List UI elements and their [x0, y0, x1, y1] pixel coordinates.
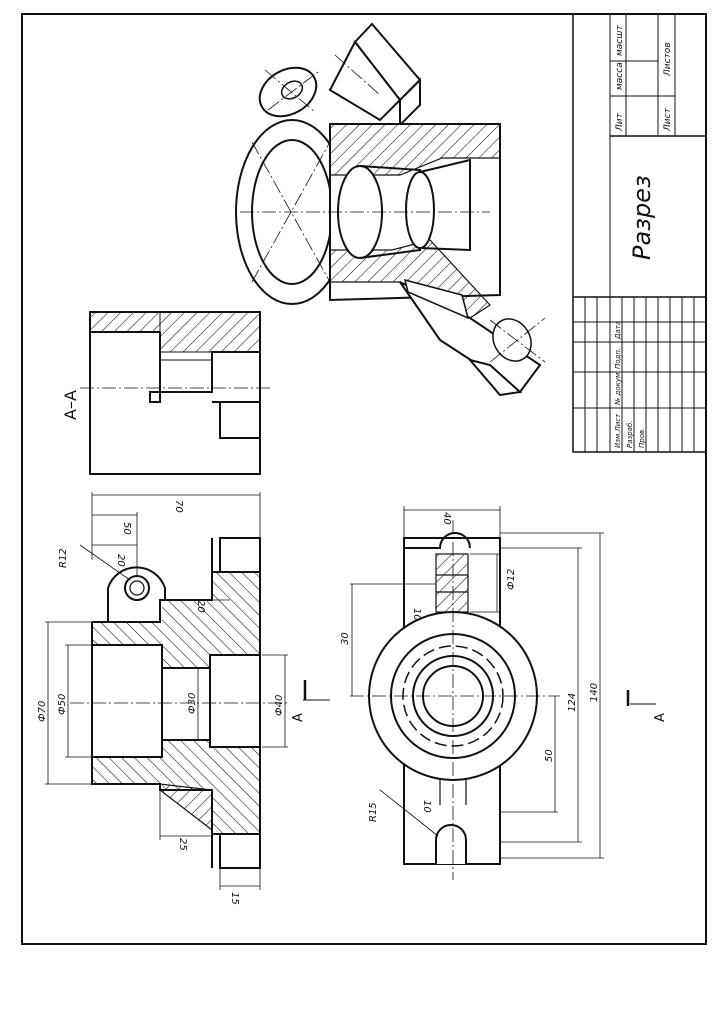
dim-r12: R12	[58, 548, 69, 568]
top-view-dim-text: 40 30 Ф12 10 10 50 124 140 R15	[340, 512, 600, 822]
title-block-text: Разрез Лит масса масшт Лист Листов Изм.Л…	[614, 25, 673, 448]
sheet-label: Лист	[663, 107, 673, 132]
top-view-dimensions	[350, 506, 604, 859]
cut-label-left: А	[291, 713, 306, 722]
dim-phi30: Ф30	[187, 693, 198, 714]
rev-header-3: Подп.	[614, 348, 622, 369]
sheets-label: Листов	[663, 42, 673, 77]
section-a-a-view	[80, 311, 270, 475]
rev-header-2: № докум.	[614, 370, 622, 406]
top-view	[350, 520, 560, 880]
isometric-cutaway-view	[235, 22, 542, 397]
drawing-title: Разрез	[628, 175, 656, 260]
dim-phi12: Ф12	[506, 569, 517, 590]
rev-header-4: Дата	[614, 321, 622, 340]
dim-25: 25	[177, 838, 188, 851]
dim-20: 20	[115, 554, 126, 567]
front-view-dim-text: R12 20 50 70 Ф70 Ф50 Ф30 Ф40 20 25 15	[37, 500, 285, 905]
dim-140: 140	[589, 683, 600, 702]
developer-label: Разраб.	[626, 420, 634, 448]
dim-70: 70	[173, 500, 184, 513]
checker-label: Пров.	[638, 428, 646, 448]
rev-header-1: Изм.Лист	[614, 413, 622, 448]
isometric-centerlines	[240, 54, 546, 363]
dim-50b: 50	[544, 749, 555, 762]
section-label: А–А	[61, 390, 80, 420]
front-view-dimensions	[45, 492, 288, 890]
dim-30: 30	[340, 632, 351, 645]
dim-10b: 10	[421, 800, 432, 813]
dim-r15: R15	[368, 802, 379, 822]
dim-40: 40	[441, 512, 452, 525]
dim-10a: 10	[411, 608, 422, 621]
dim-phi70: Ф70	[37, 701, 48, 722]
dim-15: 15	[229, 892, 240, 905]
mass-label: масса	[615, 62, 625, 90]
dim-phi40: Ф40	[274, 695, 285, 716]
cutting-plane-marks	[303, 680, 630, 706]
outer-frame	[21, 13, 707, 945]
dim-20b: 20	[195, 600, 206, 613]
dim-124: 124	[567, 693, 578, 712]
scale-label: масшт	[615, 25, 625, 56]
dim-50: 50	[121, 522, 132, 535]
front-section-view	[70, 537, 290, 869]
dim-phi50: Ф50	[57, 694, 68, 715]
lit-label: Лит	[615, 112, 625, 132]
cut-label-right: А	[653, 713, 668, 722]
title-block	[572, 13, 707, 453]
